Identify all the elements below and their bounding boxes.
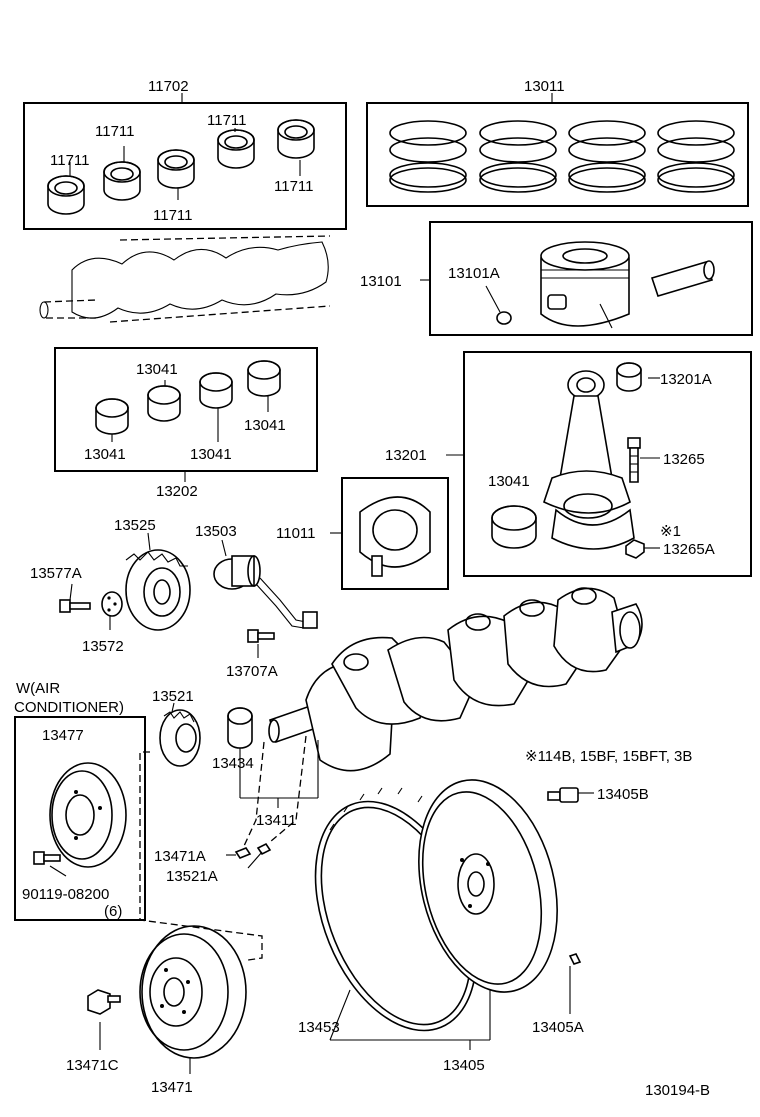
label-13041-d: 13041 xyxy=(190,446,232,463)
label-note-marker: ※1 xyxy=(660,523,681,540)
rod-bearing-1 xyxy=(95,398,129,435)
label-13041-a: 13041 xyxy=(136,361,178,378)
sensor-bolt xyxy=(247,629,275,643)
label-90119-qty: (6) xyxy=(104,903,122,920)
label-13525: 13525 xyxy=(114,517,156,534)
label-13265: 13265 xyxy=(663,451,705,468)
ac-pulley-bolt xyxy=(33,851,61,865)
piston-ring-1 xyxy=(389,120,467,193)
piston-pin-snap-ring xyxy=(485,285,512,325)
label-condition-line2: CONDITIONER) xyxy=(14,699,124,716)
label-13471: 13471 xyxy=(151,1079,193,1096)
label-13201A: 13201A xyxy=(660,371,712,388)
flywheel-bolt xyxy=(547,787,579,803)
connecting-rod-box xyxy=(463,351,752,577)
crank-position-sensor xyxy=(213,555,318,629)
label-13405A: 13405A xyxy=(532,1019,584,1036)
leader-lines xyxy=(49,93,660,1074)
piston-ring-2 xyxy=(479,120,557,193)
piston-ring-set xyxy=(389,120,735,193)
label-13434: 13434 xyxy=(212,755,254,772)
label-13265A: 13265A xyxy=(663,541,715,558)
crankshaft xyxy=(268,587,643,772)
piston xyxy=(540,241,630,329)
label-90119-08200: 90119-08200 xyxy=(22,886,109,903)
crankshaft-ghost-outline xyxy=(39,235,331,323)
part-labels: 11702 11711 11711 11711 11711 11711 1301… xyxy=(14,78,715,1099)
figure-code: 130194-B xyxy=(645,1082,710,1099)
label-13041-b: 13041 xyxy=(244,417,286,434)
crankshaft-pulley-bolt xyxy=(87,989,121,1015)
air-conditioner-pulley-box xyxy=(14,716,146,921)
label-11711-d: 11711 xyxy=(274,178,314,195)
connecting-rod-bearing-box xyxy=(54,347,318,472)
label-11711-e: 11711 xyxy=(153,207,193,224)
main-bearing-5 xyxy=(277,119,315,159)
label-11711-a: 11711 xyxy=(95,123,135,140)
main-bearing-1 xyxy=(47,175,85,215)
piston-ring-4 xyxy=(657,120,735,193)
label-13477: 13477 xyxy=(42,727,84,744)
label-13041-e: 13041 xyxy=(488,473,530,490)
label-13471A: 13471A xyxy=(154,848,206,865)
label-13521A: 13521A xyxy=(166,868,218,885)
crankshaft-pulley xyxy=(139,925,247,1059)
label-13041-c: 13041 xyxy=(84,446,126,463)
label-13411: 13411 xyxy=(256,812,297,829)
piston-ring-set-box xyxy=(366,102,749,207)
piston-ring-3 xyxy=(568,120,646,193)
connecting-rod-bolt xyxy=(627,437,641,483)
piston-pin xyxy=(650,260,715,297)
label-13453: 13453 xyxy=(298,1019,340,1036)
label-13405: 13405 xyxy=(443,1057,485,1074)
label-13521: 13521 xyxy=(152,688,194,705)
label-13707A: 13707A xyxy=(226,663,278,680)
rod-bearing-3 xyxy=(199,372,233,409)
label-13577A: 13577A xyxy=(30,565,82,582)
rod-bearing-4 xyxy=(247,360,281,397)
main-bearing-set-box xyxy=(23,102,347,230)
flywheel-dowel-pin xyxy=(568,953,582,965)
piston-sub-assembly-box xyxy=(429,221,753,336)
crankshaft-key xyxy=(234,847,252,859)
main-bearing-4 xyxy=(217,129,255,169)
connecting-rod-bushing xyxy=(616,362,642,392)
label-13011: 13011 xyxy=(524,78,565,95)
gear-key xyxy=(256,842,272,856)
connecting-rod-nut xyxy=(625,539,645,559)
rod-bearing-2 xyxy=(147,385,181,422)
timing-gear-bolt xyxy=(59,599,91,613)
timing-gear-plate xyxy=(101,591,123,617)
label-11702: 11702 xyxy=(148,78,189,95)
rod-bearing-in-rod xyxy=(491,505,537,549)
label-13201: 13201 xyxy=(385,447,427,464)
main-bearing-2 xyxy=(103,161,141,201)
label-13405B: 13405B xyxy=(597,786,649,803)
ac-crankshaft-pulley xyxy=(49,762,127,868)
label-11011: 11011 xyxy=(276,525,316,542)
label-13471C: 13471C xyxy=(66,1057,119,1074)
connecting-rod xyxy=(543,370,635,550)
label-13101: 13101 xyxy=(360,273,402,290)
label-11711-b: 11711 xyxy=(207,112,247,129)
label-13202: 13202 xyxy=(156,483,198,500)
main-bearing-3 xyxy=(157,149,195,189)
crankshaft-spacer xyxy=(227,707,253,749)
label-13503: 13503 xyxy=(195,523,237,540)
label-13572: 13572 xyxy=(82,638,124,655)
flywheel xyxy=(418,779,558,993)
label-11711-c: 11711 xyxy=(50,152,90,169)
label-13101A: 13101A xyxy=(448,265,500,282)
thrust-washer xyxy=(359,496,431,577)
label-note: ※114B, 15BF, 15BFT, 3B xyxy=(525,748,692,765)
label-condition-line1: W(AIR xyxy=(16,680,60,697)
crankshaft-timing-gear xyxy=(125,549,191,631)
crankshaft-gear xyxy=(159,709,201,767)
